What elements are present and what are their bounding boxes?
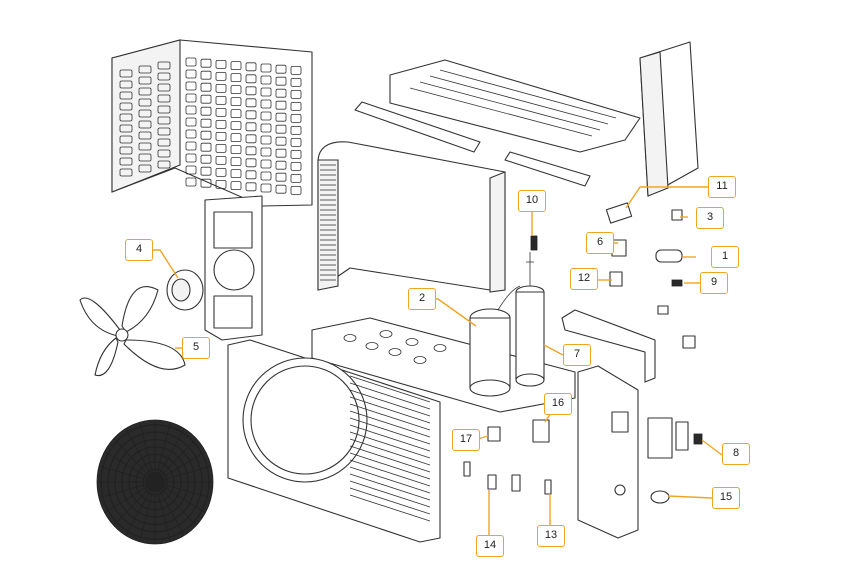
callout-label-17: 17	[452, 429, 480, 451]
callout-label-8: 8	[722, 443, 750, 465]
front-panel	[227, 339, 441, 543]
small-components	[463, 202, 703, 504]
fan-motor-bracket	[204, 195, 263, 341]
callout-label-12: 12	[570, 268, 598, 290]
callout-label-2: 2	[408, 288, 436, 310]
side-cover-panel	[639, 41, 699, 197]
right-side-panel	[577, 365, 639, 539]
callout-label-5: 5	[182, 337, 210, 359]
callout-label-6: 6	[586, 232, 614, 254]
callout-label-1: 1	[711, 246, 739, 268]
callout-label-13: 13	[537, 525, 565, 547]
callout-label-9: 9	[700, 272, 728, 294]
top-support-rails	[354, 101, 591, 187]
callout-label-11: 11	[708, 176, 736, 198]
rear-grille-panel	[111, 39, 313, 207]
compressor	[469, 285, 521, 397]
fan-motor	[166, 269, 204, 311]
callout-label-4: 4	[125, 239, 153, 261]
callout-label-10: 10	[518, 190, 546, 212]
fan-blade	[79, 286, 186, 377]
gas-liquid-separator	[515, 252, 545, 387]
fan-guard	[96, 419, 214, 545]
electric-box-cover	[561, 309, 656, 383]
pressure-switch	[530, 235, 538, 251]
callout-label-3: 3	[696, 207, 724, 229]
callout-label-15: 15	[712, 487, 740, 509]
callout-label-14: 14	[476, 535, 504, 557]
callout-label-7: 7	[563, 344, 591, 366]
condenser-coil	[317, 141, 506, 293]
top-cover-panel	[389, 59, 641, 153]
callout-label-16: 16	[544, 393, 572, 415]
